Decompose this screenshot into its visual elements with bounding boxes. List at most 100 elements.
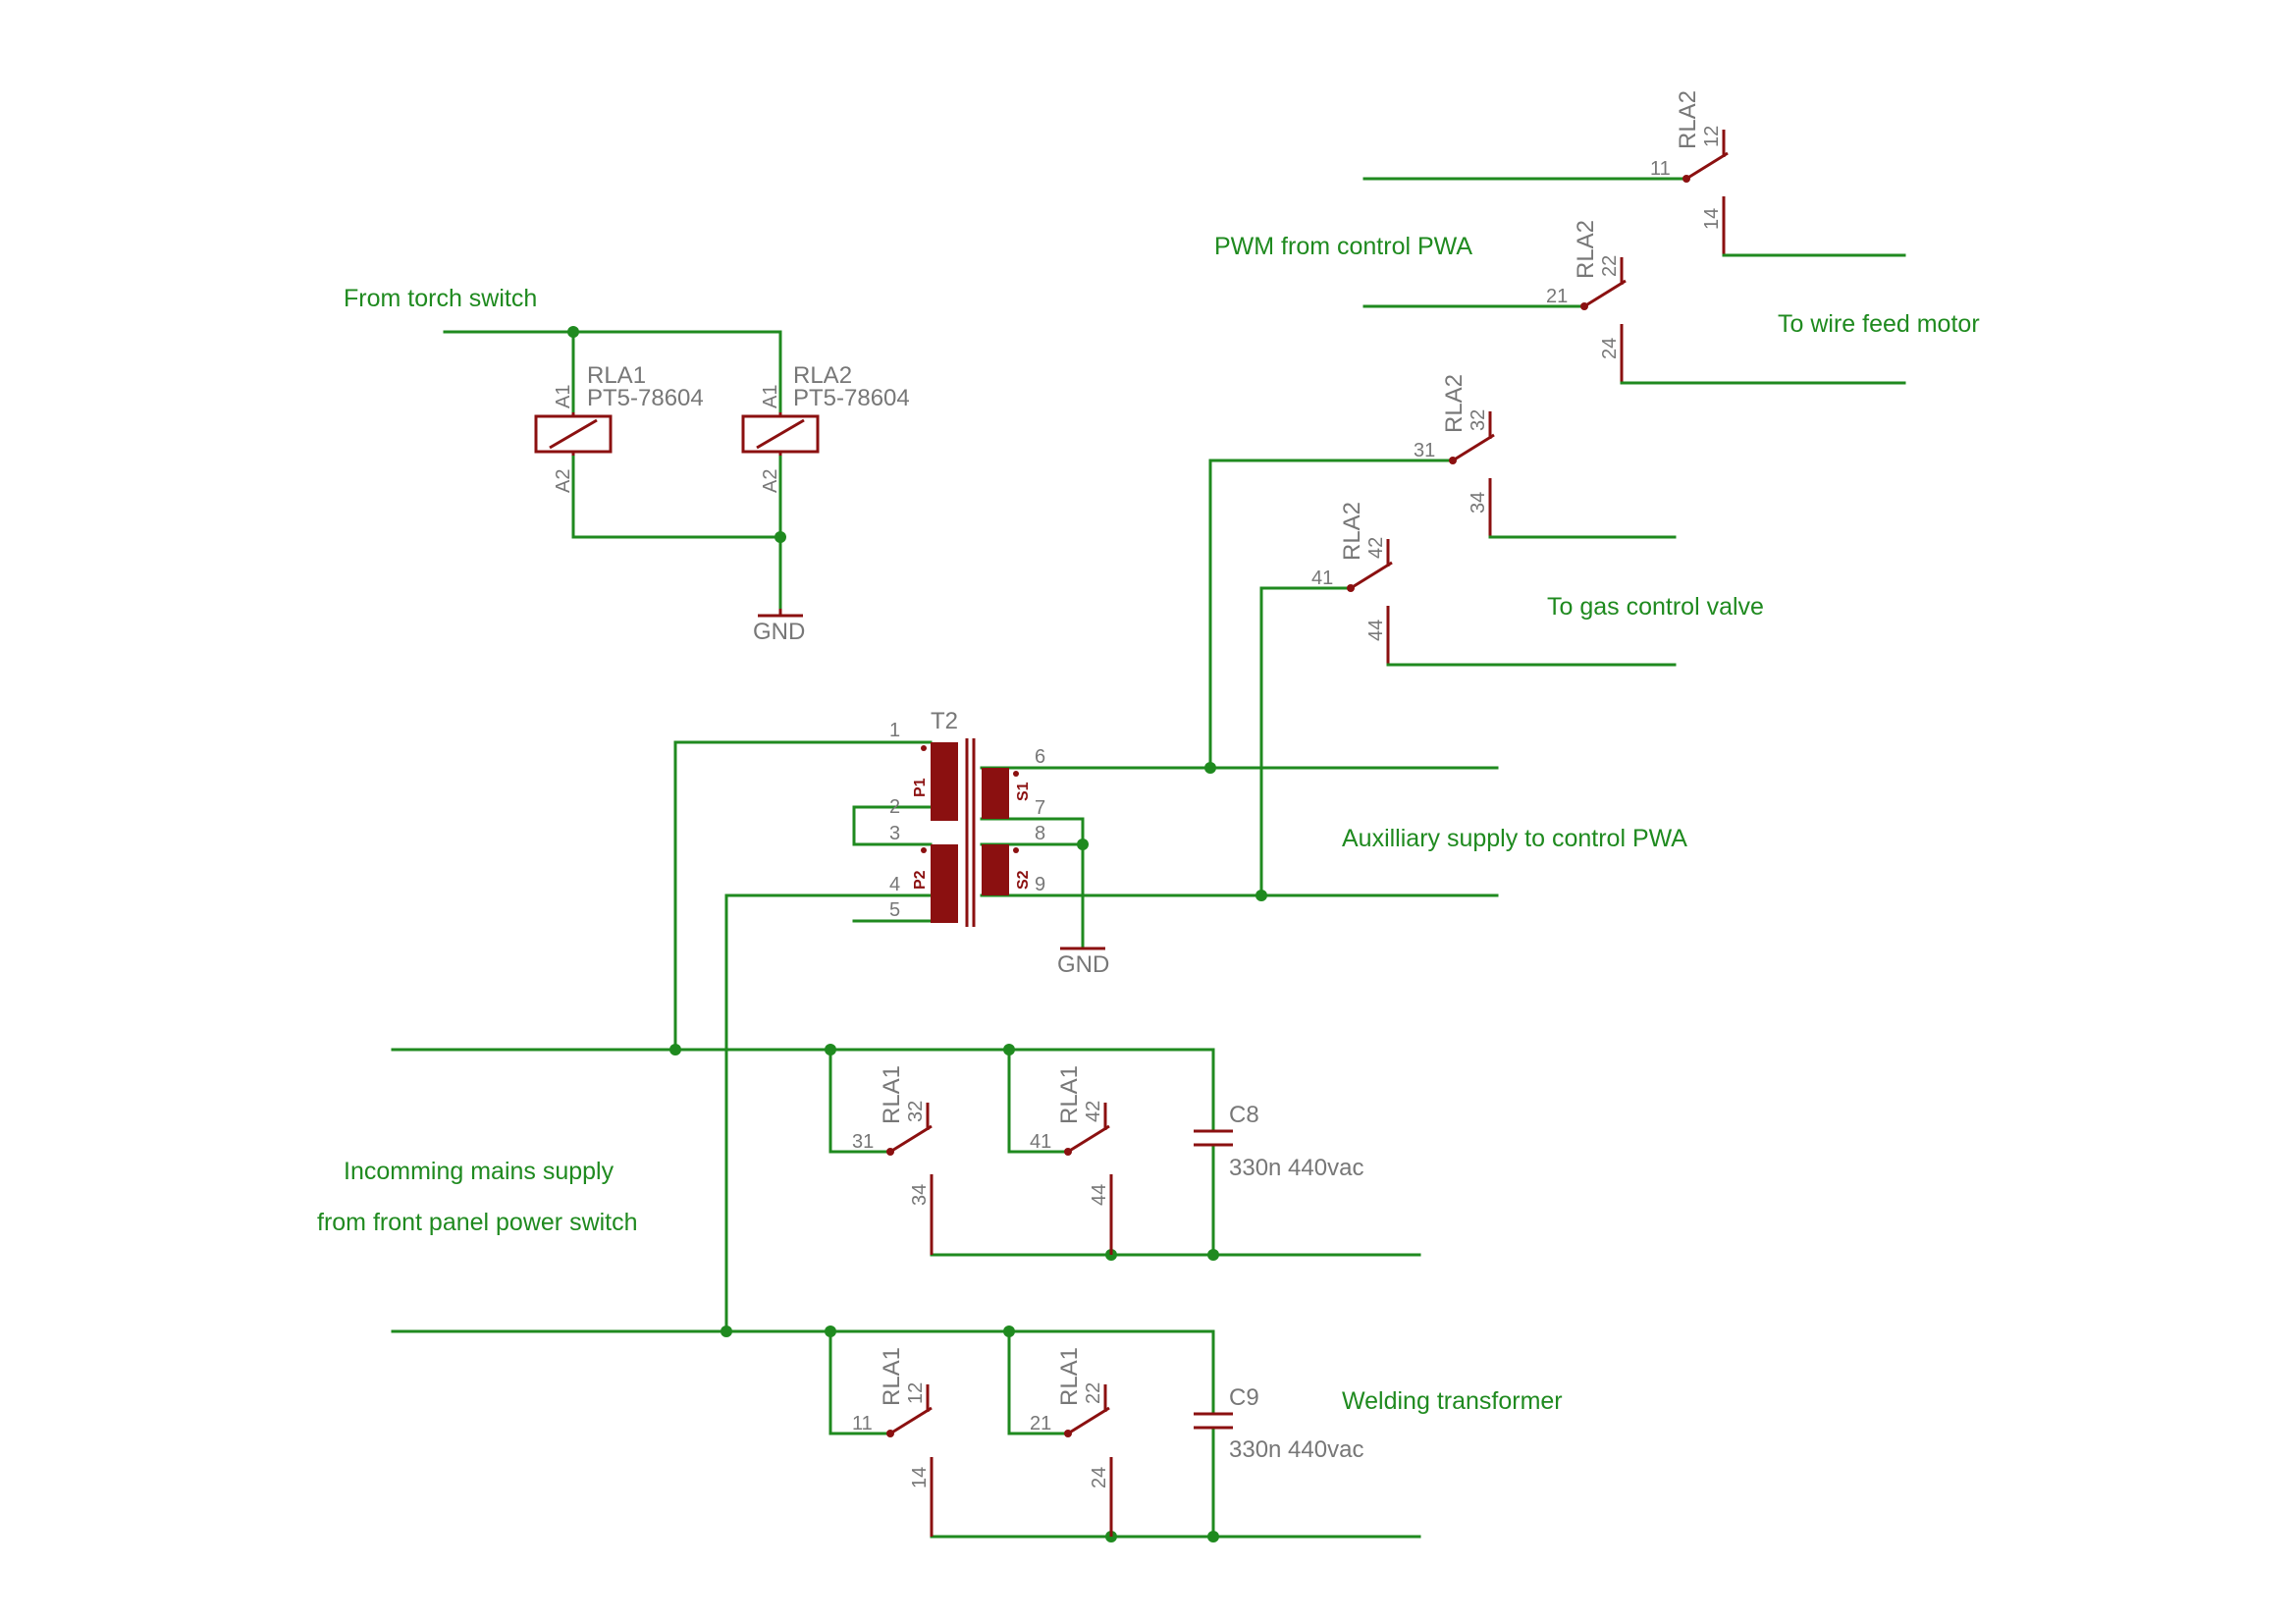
contact-rla1-1-ref: RLA1: [879, 1347, 905, 1406]
winding-s1-label: S1: [1015, 782, 1032, 801]
contact-rla1-4-com: 41: [1030, 1131, 1051, 1153]
contact-rla2-4-com: 41: [1311, 568, 1333, 589]
contact-rla1-1-no: 14: [909, 1467, 931, 1488]
coil-rla2-ref: RLA2: [793, 362, 852, 389]
contact-rla1-1-com: 11: [852, 1413, 873, 1434]
contact-rla1-41-42-44: RLA1 41 42 44: [1030, 1065, 1113, 1255]
junction-mains-rla1-4: [1003, 1044, 1015, 1055]
t2-pin-4: 4: [889, 874, 900, 895]
coil-section: RLA1 PT5-78604 A1 A2 RLA2 PT5-78604 A1 A…: [443, 326, 910, 645]
coil-rla2-pin-a2: A2: [760, 469, 781, 493]
contact-rla2-3-com: 31: [1414, 440, 1435, 461]
label-pwm-from-control: PWM from control PWA: [1214, 233, 1472, 260]
contact-rla2-4-no: 44: [1365, 620, 1387, 641]
winding-p2-label: P2: [912, 870, 929, 890]
capacitor-c8: C8 330n 440vac: [1194, 1102, 1363, 1181]
contact-rla2-2-nc: 22: [1599, 255, 1621, 277]
c9-value: 330n 440vac: [1229, 1436, 1363, 1463]
junction-mains-rla1-1: [825, 1325, 836, 1337]
coil-rla2-value: PT5-78604: [793, 385, 910, 411]
t2-pin-5: 5: [889, 899, 900, 921]
coil-rla2-pin-a1: A1: [760, 385, 781, 408]
transformer-ref: T2: [931, 708, 958, 734]
t2-pin-3: 3: [889, 823, 900, 844]
contact-rla2-3-no: 34: [1468, 492, 1489, 514]
contact-rla2-2-no: 24: [1599, 338, 1621, 359]
junction-mains-t2: [669, 1044, 681, 1055]
label-to-wire-feed-motor: To wire feed motor: [1778, 310, 1980, 338]
contact-rla2-3-ref: RLA2: [1441, 374, 1468, 433]
contact-rla1-2-ref: RLA1: [1056, 1347, 1083, 1406]
label-from-torch-switch: From torch switch: [344, 285, 537, 312]
capacitor-c9: C9 330n 440vac: [1194, 1384, 1363, 1463]
contact-rla1-11-12-14: RLA1 11 12 14: [852, 1347, 934, 1537]
contact-rla2-21-22-24: RLA2 21 22 24: [1362, 220, 1906, 385]
winding-p1-label: P1: [912, 778, 929, 797]
transformer-t2: T2 P1 P2 S1 S2 1 2 3 4 5 6 7 8 9 GND: [673, 708, 1499, 1333]
t2-pin-1: 1: [889, 720, 900, 741]
contact-rla1-2-no: 24: [1089, 1467, 1110, 1488]
contact-rla1-2-com: 21: [1030, 1413, 1051, 1434]
contact-rla1-3-nc: 32: [905, 1101, 927, 1122]
t2-pin-2: 2: [889, 796, 900, 818]
contact-rla1-1-nc: 12: [905, 1382, 927, 1404]
junction-mains-rla1-2: [1003, 1325, 1015, 1337]
c9-ref: C9: [1229, 1384, 1259, 1411]
label-incoming-mains: Incomming mains supply: [344, 1158, 614, 1185]
contact-rla1-21-22-24: RLA1 21 22 24: [1030, 1347, 1113, 1537]
winding-s1: [982, 768, 1009, 819]
coil-rla1-value: PT5-78604: [587, 385, 704, 411]
contact-rla2-4-ref: RLA2: [1339, 502, 1365, 561]
contact-rla1-3-ref: RLA1: [879, 1065, 905, 1124]
mains-rail-upper: [391, 1044, 1421, 1261]
relay-coil-rla2: RLA2 PT5-78604 A1 A2: [741, 362, 910, 493]
contact-rla2-1-ref: RLA2: [1675, 90, 1701, 149]
junction-aux-6: [1204, 762, 1216, 774]
contact-rla2-2-com: 21: [1546, 286, 1568, 307]
contact-rla1-4-ref: RLA1: [1056, 1065, 1083, 1124]
coil-rla1-ref: RLA1: [587, 362, 646, 389]
label-auxiliary-supply: Auxilliary supply to control PWA: [1342, 825, 1687, 852]
contact-rla1-2-nc: 22: [1083, 1382, 1104, 1404]
c8-value: 330n 440vac: [1229, 1155, 1363, 1181]
coil-rla1-pin-a2: A2: [553, 469, 574, 493]
c8-ref: C8: [1229, 1102, 1259, 1128]
junction-aux-9: [1255, 890, 1267, 901]
contact-rla2-31-32-34: RLA2 31 32 34: [1414, 374, 1677, 539]
gnd-xfmr-label: GND: [1057, 951, 1109, 978]
t2-pin-6: 6: [1035, 746, 1045, 768]
winding-s2: [982, 844, 1009, 895]
contact-rla2-1-nc: 12: [1701, 126, 1723, 147]
junction-out-lower-2: [1207, 1531, 1219, 1542]
coil-rla1-pin-a1: A1: [553, 385, 574, 408]
winding-s2-label: S2: [1015, 870, 1032, 890]
junction-mains-t2-lower: [721, 1325, 732, 1337]
contact-rla1-3-com: 31: [852, 1131, 874, 1153]
contact-rla2-2-ref: RLA2: [1573, 220, 1599, 279]
label-welding-transformer: Welding transformer: [1342, 1387, 1563, 1415]
mains-rail-lower: [391, 1325, 1421, 1542]
junction-mains-rla1-3: [825, 1044, 836, 1055]
label-from-front-panel: from front panel power switch: [317, 1209, 638, 1236]
gnd-coils-label: GND: [753, 619, 805, 645]
gnd-symbol-transformer: GND: [1057, 947, 1109, 978]
contact-rla2-1-no: 14: [1701, 208, 1723, 230]
winding-p1: [931, 742, 958, 821]
junction-torch: [567, 326, 579, 338]
contact-rla1-4-nc: 42: [1083, 1101, 1104, 1122]
t2-pin-7: 7: [1035, 797, 1045, 819]
t2-pin-9: 9: [1035, 874, 1045, 895]
label-to-gas-control-valve: To gas control valve: [1547, 593, 1764, 621]
t2-pin-8: 8: [1035, 823, 1045, 844]
contact-rla2-11-12-14: RLA2 11 12 14: [1362, 90, 1906, 257]
gnd-symbol-coils: GND: [753, 609, 805, 645]
contact-rla1-3-no: 34: [909, 1184, 931, 1206]
junction-coil-gnd: [774, 531, 786, 543]
relay-coil-rla1: RLA1 PT5-78604 A1 A2: [534, 362, 704, 493]
junction-out-upper-2: [1207, 1249, 1219, 1261]
contact-rla1-4-no: 44: [1089, 1184, 1110, 1206]
contact-rla2-1-com: 11: [1650, 158, 1671, 180]
contact-rla2-4-nc: 42: [1365, 537, 1387, 559]
junction-ct: [1077, 839, 1089, 850]
